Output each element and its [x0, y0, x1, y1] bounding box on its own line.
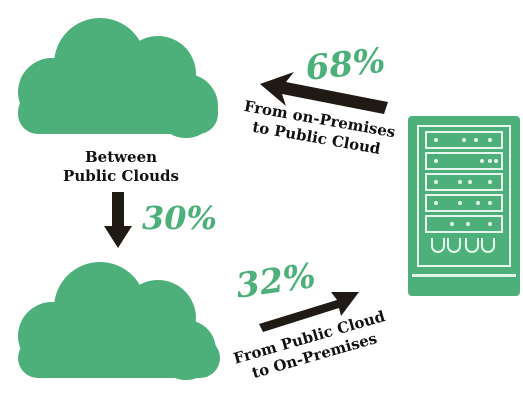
public-cloud-top-icon [18, 18, 218, 138]
arrow-down-icon [104, 192, 132, 248]
between-line1: Between [84, 148, 158, 166]
arrow-to-cloud-icon [260, 72, 388, 114]
between-clouds-label: Between Public Clouds [46, 148, 196, 186]
to-premises-percent: 32% [233, 255, 318, 307]
between-line2: Public Clouds [63, 167, 179, 185]
public-cloud-bottom-icon [18, 262, 220, 380]
between-percent: 30% [142, 199, 217, 237]
to-cloud-percent: 68% [303, 40, 388, 89]
arrow-to-premises-icon [259, 292, 359, 332]
on-premises-server-icon [408, 116, 520, 296]
